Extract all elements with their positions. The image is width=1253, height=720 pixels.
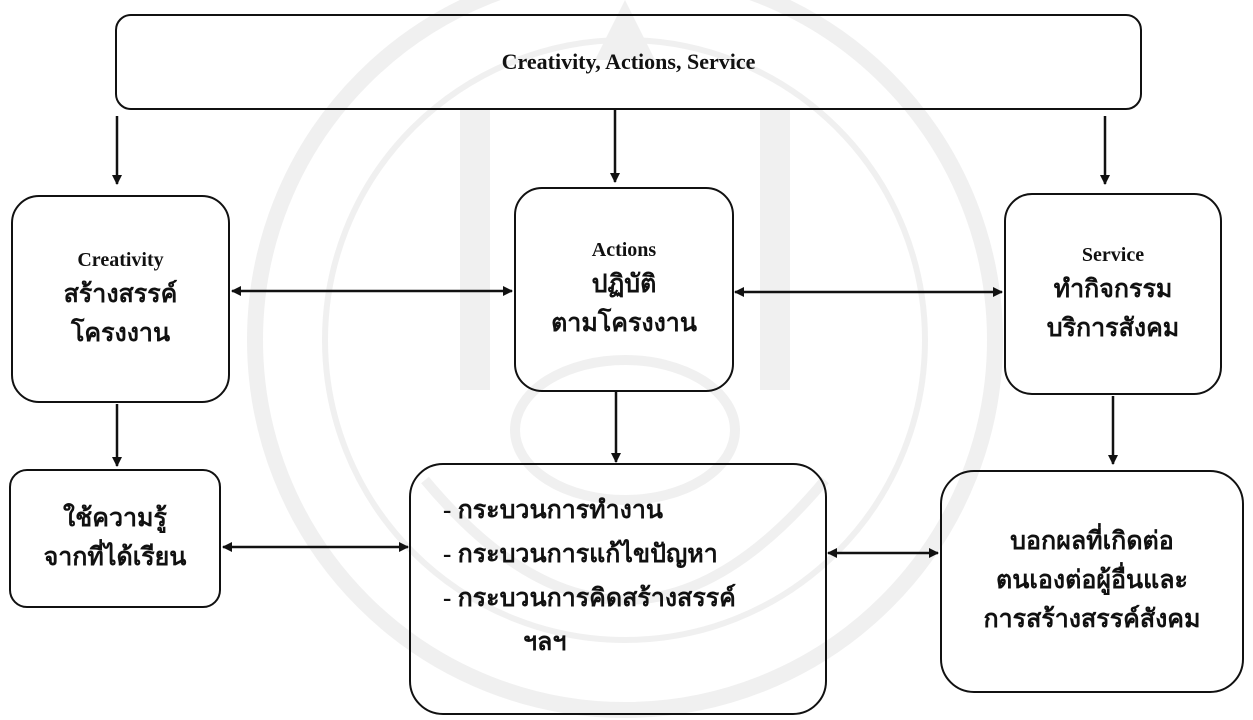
service-label-th-1: ทำกิจกรรม bbox=[1053, 275, 1173, 303]
result-line-1: บอกผลที่เกิดต่อ bbox=[1010, 528, 1174, 556]
creativity-box: Creativity สร้างสรรค์ โครงงาน bbox=[11, 195, 230, 403]
service-box: Service ทำกิจกรรม บริการสังคม bbox=[1004, 193, 1222, 395]
top-box: Creativity, Actions, Service bbox=[115, 14, 1142, 110]
actions-box: Actions ปฏิบัติ ตามโครงงาน bbox=[514, 187, 734, 392]
process-box: - กระบวนการทำงาน - กระบวนการแก้ไขปัญหา -… bbox=[409, 463, 827, 715]
actions-label-en: Actions bbox=[591, 239, 657, 262]
university-seal-watermark bbox=[247, 0, 1003, 718]
result-line-3: การสร้างสรรค์สังคม bbox=[983, 605, 1201, 633]
actions-label-th-1: ปฏิบัติ bbox=[591, 271, 657, 299]
top-title: Creativity, Actions, Service bbox=[501, 49, 756, 74]
result-box: บอกผลที่เกิดต่อ ตนเองต่อผู้อื่นและ การสร… bbox=[940, 470, 1244, 693]
knowledge-line-1: ใช้ความรู้ bbox=[63, 504, 167, 532]
creativity-label-en: Creativity bbox=[77, 248, 164, 271]
service-label-en: Service bbox=[1081, 243, 1145, 266]
process-item-etc: ฯลฯ bbox=[523, 629, 567, 656]
actions-label-th-2: ตามโครงงาน bbox=[551, 310, 697, 337]
knowledge-box: ใช้ความรู้ จากที่ได้เรียน bbox=[9, 469, 221, 608]
process-item-2: - กระบวนการแก้ไขปัญหา bbox=[443, 541, 718, 568]
knowledge-line-2: จากที่ได้เรียน bbox=[43, 543, 187, 571]
result-line-2: ตนเองต่อผู้อื่นและ bbox=[996, 567, 1188, 595]
service-label-th-2: บริการสังคม bbox=[1046, 314, 1180, 342]
process-item-1: - กระบวนการทำงาน bbox=[443, 497, 664, 524]
creativity-label-th-2: โครงงาน bbox=[70, 319, 171, 347]
creativity-label-th-1: สร้างสรรค์ bbox=[63, 280, 178, 308]
process-item-3: - กระบวนการคิดสร้างสรรค์ bbox=[443, 585, 736, 612]
